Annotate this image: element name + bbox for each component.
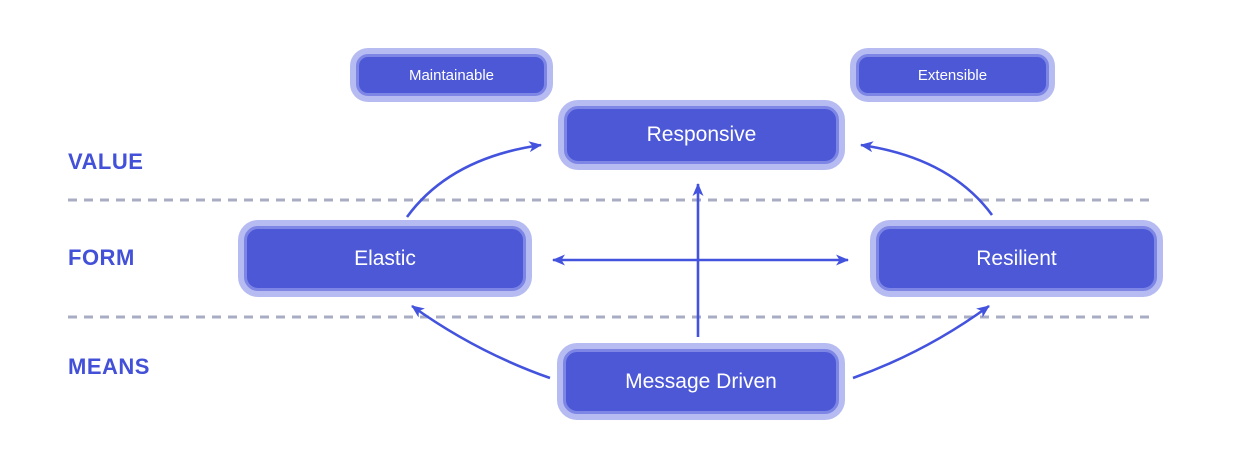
node-responsive: Responsive xyxy=(564,106,839,164)
row-label-means: MEANS xyxy=(68,354,150,379)
node-resilient: Resilient xyxy=(876,226,1157,291)
node-elastic: Elastic xyxy=(244,226,526,291)
arrow-resilient-to-responsive xyxy=(860,141,994,216)
node-extensible: Extensible xyxy=(856,54,1049,96)
node-resilient-label: Resilient xyxy=(976,246,1057,270)
arrow-message-driven-to-elastic xyxy=(411,304,551,380)
row-label-form: FORM xyxy=(68,245,135,270)
arrow-message-driven-to-resilient xyxy=(852,304,990,380)
node-elastic-label: Elastic xyxy=(354,246,416,270)
arrow-elastic-to-responsive xyxy=(405,141,542,218)
node-extensible-label: Extensible xyxy=(917,66,988,84)
node-message-driven: Message Driven xyxy=(563,349,839,414)
node-maintainable: Maintainable xyxy=(356,54,547,96)
row-label-value: VALUE xyxy=(68,149,144,174)
node-responsive-label: Responsive xyxy=(646,123,757,146)
node-maintainable-label: Maintainable xyxy=(408,66,495,84)
node-message-driven-label: Message Driven xyxy=(625,369,777,393)
